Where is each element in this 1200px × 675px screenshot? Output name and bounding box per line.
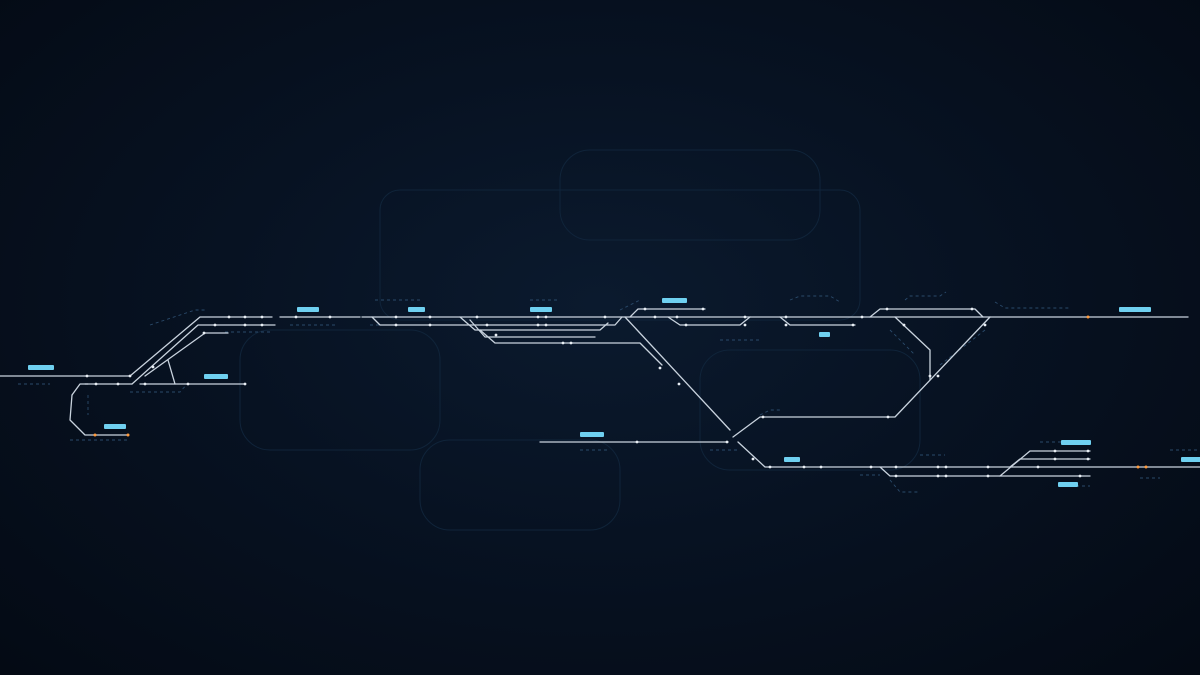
station-label[interactable] [297,307,319,312]
inactive-tracks [18,291,1200,493]
station-label[interactable] [104,424,126,429]
station-label[interactable] [1058,482,1078,487]
active-tracks [0,308,1200,477]
station-label[interactable] [530,307,552,312]
signals [85,307,1148,478]
station-label[interactable] [28,365,54,370]
station-label[interactable] [784,457,800,462]
station-label[interactable] [1119,307,1151,312]
station-label[interactable] [1181,457,1200,462]
station-label[interactable] [408,307,425,312]
station-label[interactable] [819,332,830,337]
station-labels [28,298,1200,487]
background-decor [239,149,921,531]
station-label[interactable] [204,374,228,379]
station-label[interactable] [580,432,604,437]
station-label[interactable] [1061,440,1091,445]
station-label[interactable] [662,298,687,303]
